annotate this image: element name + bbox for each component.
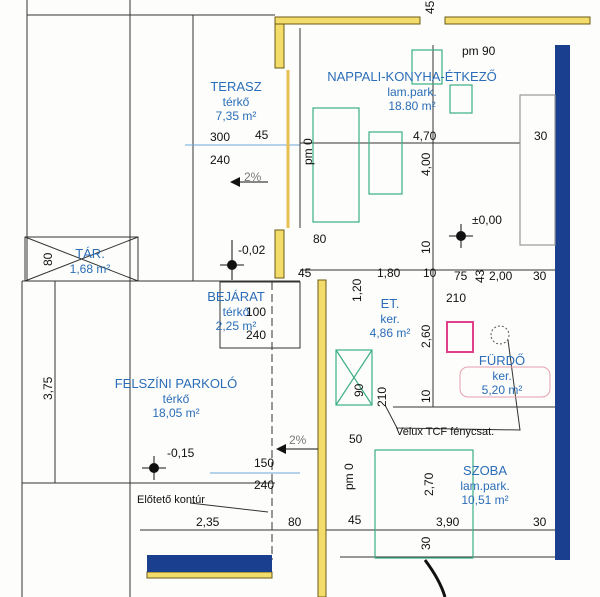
dimension: 240 [246,328,267,342]
dimension: 240 [210,153,231,167]
elevation-parkolo: -0,15 [167,446,195,460]
room-nappali: NAPPALI-KONYHA-ÉTKEZŐ lam.park. 18.80 m² [327,68,497,114]
room-tar: TÁR. 1,68 m² [70,245,111,277]
room-et: ET. ker. 4,86 m² [370,295,411,341]
dimension: 30 [419,536,433,550]
elevation-nappali: ±0,00 [472,213,502,227]
dimension: 4,00 [419,152,433,176]
room-name: TERASZ [210,79,262,94]
dimension: 10 [419,389,433,403]
exterior-wall [555,45,570,560]
room-name: SZOBA [462,463,508,478]
dimension: 90 [352,383,366,397]
dimension: 2,00 [489,269,513,283]
dimension: 45 [348,513,362,527]
level-pm0-room: pm 0 [342,463,356,490]
dimension: 75 [454,269,468,283]
room-name: BEJÁRAT [207,289,265,304]
dimension: 100 [246,305,267,319]
room-floor: lam.park. [460,479,510,494]
dimension: 30 [533,515,547,529]
room-area: 1,68 m² [69,262,111,277]
room-area: 7,35 m² [215,109,257,124]
room-area: 2,25 m² [215,319,257,334]
room-furdo: FÜRDŐ ker. 5,20 m² [479,352,525,398]
dimension: 45 [423,0,437,14]
dimension: 2,35 [196,515,220,529]
dimension: 150 [254,456,275,470]
dimension: 3,90 [436,515,460,529]
dimension: 240 [254,478,275,492]
room-area: 10,51 m² [461,493,509,508]
dimension: 50 [349,432,363,446]
dimension: 2,70 [422,472,436,496]
room-floor: ker. [492,369,512,384]
dimension: 80 [288,515,302,529]
room-szoba: SZOBA lam.park. 10,51 m² [460,462,509,508]
dimension: 4,70 [413,129,437,143]
room-area: 18.80 m² [388,99,436,114]
room-name: ET. [380,296,400,311]
dimension: 210 [446,291,467,305]
dimension: 3,75 [41,376,55,400]
room-floor: ker. [380,312,400,327]
room-floor: térkő [222,305,250,320]
room-floor: térkő [162,392,190,407]
dimension: 300 [210,130,231,144]
dimension: 1,80 [377,266,401,280]
slope-parkolo: 2% [289,433,307,447]
room-floor: térkő [222,95,250,110]
elevation-terasz: -0,02 [238,243,266,257]
dimension: 210 [375,386,389,407]
dimension: 30 [533,269,547,283]
room-name: FELSZÍNI PARKOLÓ [114,376,238,391]
room-area: 4,86 m² [369,326,411,341]
slope-terasz: 2% [244,170,262,184]
dimension: 80 [313,232,327,246]
velux-label: Velux TCF fénycsat. [396,426,495,438]
dimension: 2,60 [419,324,433,348]
dimension: 1,20 [350,278,364,302]
level-pm90: pm 90 [462,44,496,58]
dimension: 10 [419,240,433,254]
dimension: 45 [298,266,312,280]
room-floor: lam.park. [387,85,437,100]
room-area: 5,20 m² [481,383,523,398]
room-name: FÜRDŐ [478,353,526,368]
dimension: 30 [534,129,548,143]
level-pm0-living: pm 0 [301,138,315,165]
dimension: 80 [41,252,55,266]
room-area: 18,05 m² [152,406,200,421]
dimension: 43 [473,269,487,283]
room-name: TÁR. [75,246,105,261]
dimension: 10 [423,266,437,280]
room-name: NAPPALI-KONYHA-ÉTKEZŐ [327,69,497,84]
room-bejarat: BEJÁRAT térkő 2,25 m² [207,288,265,334]
canopy-outline-label: Előtető kontúr [137,494,205,506]
dimension: 45 [255,128,269,142]
room-parkolo: FELSZÍNI PARKOLÓ térkő 18,05 m² [115,375,238,421]
room-terasz: TERASZ térkő 7,35 m² [210,78,261,124]
